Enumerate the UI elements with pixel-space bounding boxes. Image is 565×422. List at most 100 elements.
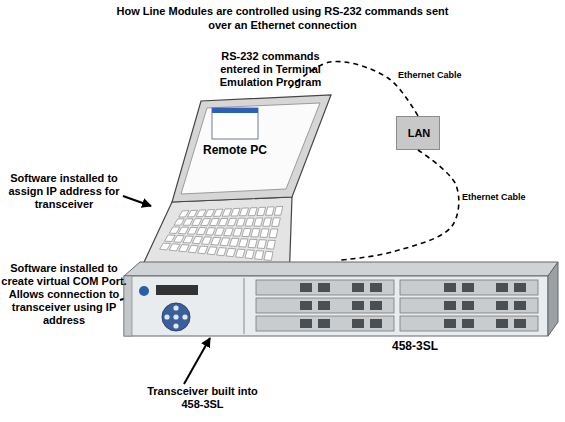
keyboard-key: [231, 208, 240, 216]
callout-text: Software installed to assign IP address …: [4, 172, 124, 211]
rj45-port: [514, 283, 526, 292]
keyboard-key: [192, 219, 202, 226]
callout-arrow: [123, 196, 151, 206]
keyboard-key: [165, 235, 176, 242]
rj45-port: [444, 301, 456, 310]
rj45-port: [462, 283, 474, 292]
keyboard-key: [210, 219, 220, 226]
rj45-port: [318, 319, 330, 328]
keyboard-key: [178, 227, 188, 234]
keypad-button: [173, 314, 178, 319]
keyboard-key: [201, 219, 211, 226]
keyboard-key: [251, 229, 260, 237]
keyboard-key: [242, 229, 251, 237]
keyboard-key: [255, 251, 264, 260]
keyboard-key: [160, 243, 171, 250]
keyboard-key: [187, 227, 197, 234]
keyboard-key: [179, 245, 189, 252]
keyboard-key: [274, 206, 282, 215]
rj45-port: [462, 301, 474, 310]
rj45-port: [352, 301, 364, 310]
node-label: LAN: [397, 127, 441, 140]
device-node: 458-3SL: [122, 260, 560, 364]
rj45-port: [352, 319, 364, 328]
keyboard-key: [240, 208, 249, 216]
line-module: [400, 316, 538, 331]
callout-text: Transceiver built into 458-3SL: [140, 385, 265, 411]
keypad: [162, 303, 190, 331]
rj45-port: [300, 283, 312, 292]
chassis-front: [124, 276, 548, 336]
callout-text: RS-232 commands entered in Terminal Emul…: [208, 50, 333, 89]
keyboard-key: [266, 207, 275, 216]
line-module: [400, 298, 538, 313]
keyboard-key: [226, 248, 236, 256]
keyboard-key: [217, 248, 227, 256]
keyboard-key: [169, 244, 180, 251]
callout-arrow: [184, 338, 210, 384]
rj45-port: [318, 301, 330, 310]
terminal-window: [212, 108, 258, 139]
keyboard-key: [196, 210, 206, 217]
ethernet-cable: [341, 150, 459, 260]
keyboard-key: [236, 218, 245, 226]
keyboard-key: [222, 209, 231, 217]
keyboard-key: [215, 228, 225, 236]
keyboard-key: [183, 219, 193, 226]
keyboard-key: [192, 236, 202, 243]
lan-box: LAN: [396, 116, 440, 150]
line-module: [256, 298, 394, 313]
rj45-port: [370, 301, 382, 310]
chassis-side: [548, 262, 558, 336]
keyboard-key: [248, 239, 257, 248]
rj45-port: [462, 319, 474, 328]
keyboard-key: [260, 229, 269, 238]
keyboard-key: [257, 240, 266, 249]
lcd-display: [156, 285, 198, 295]
keyboard-key: [206, 228, 216, 235]
keyboard-key: [263, 218, 272, 226]
keyboard-key: [229, 238, 239, 246]
keyboard-key: [174, 219, 184, 225]
logo-mark: [139, 286, 149, 296]
callout-text: Software installed to create virtual COM…: [0, 262, 128, 327]
keyboard-key: [269, 229, 278, 238]
keyboard-key: [188, 245, 198, 253]
keyboard-key: [198, 246, 208, 254]
keyboard-key: [233, 228, 242, 236]
cable-label: Ethernet Cable: [398, 70, 478, 81]
line-module: [256, 280, 394, 295]
window-titlebar: [212, 108, 258, 113]
rj45-port: [370, 283, 382, 292]
keyboard-key: [257, 207, 266, 215]
keyboard-key: [264, 251, 273, 260]
cable-label: Ethernet Cable: [462, 192, 542, 203]
keyboard-key: [218, 218, 228, 225]
keypad-button: [173, 323, 178, 328]
keyboard-key: [169, 227, 179, 233]
keyboard-key: [220, 238, 230, 246]
keypad-button: [164, 314, 169, 319]
rj45-port: [496, 319, 508, 328]
keypad-button: [173, 305, 178, 310]
rj45-port: [514, 301, 526, 310]
node-label: 458-3SL: [380, 340, 450, 353]
laptop-screen: [181, 103, 320, 194]
rj45-port: [444, 319, 456, 328]
keyboard-key: [245, 218, 254, 226]
chassis-top: [124, 262, 558, 276]
keypad-button: [182, 314, 187, 319]
keyboard-key: [272, 218, 281, 227]
keyboard-key: [205, 210, 215, 217]
diagram-title: How Line Modules are controlled using RS…: [110, 4, 455, 32]
rj45-port: [496, 301, 508, 310]
keyboard-key: [248, 208, 257, 216]
rj45-port: [370, 319, 382, 328]
keyboard-key: [236, 249, 246, 258]
node-label: Remote PC: [185, 144, 285, 157]
line-module: [256, 316, 394, 331]
keyboard-key: [174, 236, 184, 243]
keyboard-key: [254, 218, 263, 226]
